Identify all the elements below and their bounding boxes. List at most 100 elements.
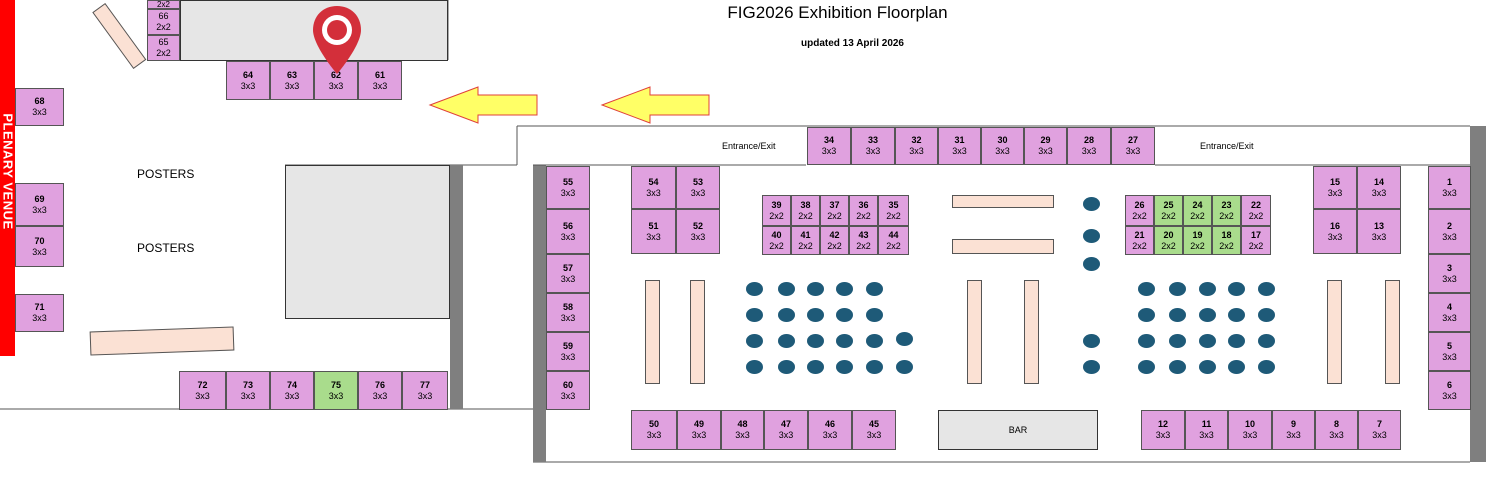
round-table (1138, 308, 1155, 322)
round-table (1138, 282, 1155, 296)
wall (1470, 126, 1486, 462)
booth-cut[interactable]: 2x2 (147, 0, 180, 9)
booth-number: 68 (34, 96, 45, 106)
booth-size: 3x3 (1038, 146, 1053, 156)
booth-size: 2x2 (827, 210, 842, 221)
booth-number: 63 (286, 69, 297, 80)
round-table (1083, 229, 1100, 243)
booth-size: 3x3 (690, 231, 706, 242)
round-table (896, 360, 913, 374)
booth-number: 26 (1134, 199, 1145, 210)
round-table (836, 308, 853, 322)
booth-number: 71 (34, 302, 45, 312)
round-table (746, 360, 763, 374)
round-table (807, 308, 824, 322)
round-table (778, 334, 795, 348)
booth-number: 57 (562, 262, 573, 273)
booth-number: 19 (1192, 229, 1203, 240)
round-table (1083, 257, 1100, 271)
booth-size: 3x3 (560, 351, 576, 362)
round-table (836, 360, 853, 374)
booth-number: 56 (562, 220, 573, 231)
updated-date: updated 13 April 2026 (801, 38, 904, 49)
booth-size: 2x2 (1248, 240, 1264, 251)
